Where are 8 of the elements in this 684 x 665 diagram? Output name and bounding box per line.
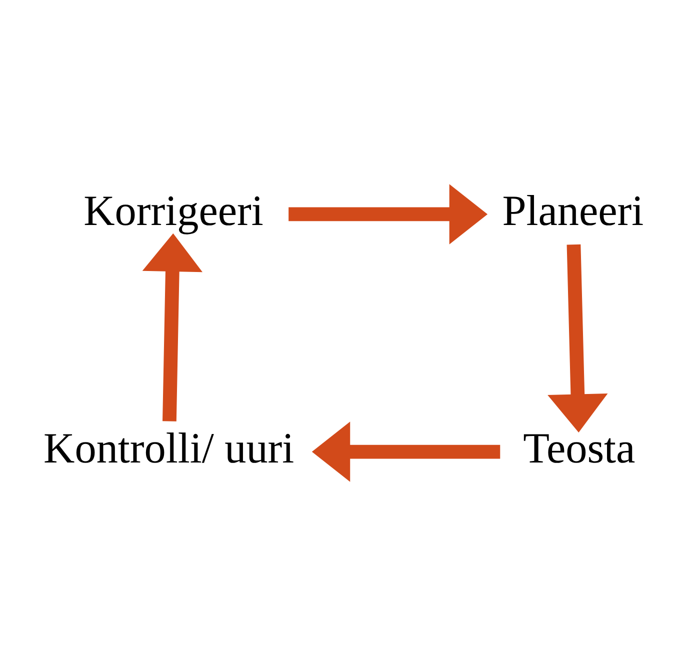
arrow: [548, 244, 608, 432]
node-text: Korrigeeri: [84, 187, 264, 234]
arrow: [312, 421, 500, 482]
node-text: Teosta: [523, 424, 636, 472]
node-text: Kontrolli/ uuri: [44, 424, 294, 472]
arrow: [288, 184, 488, 244]
node-text: Planeeri: [502, 187, 644, 234]
arrow: [142, 232, 202, 421]
